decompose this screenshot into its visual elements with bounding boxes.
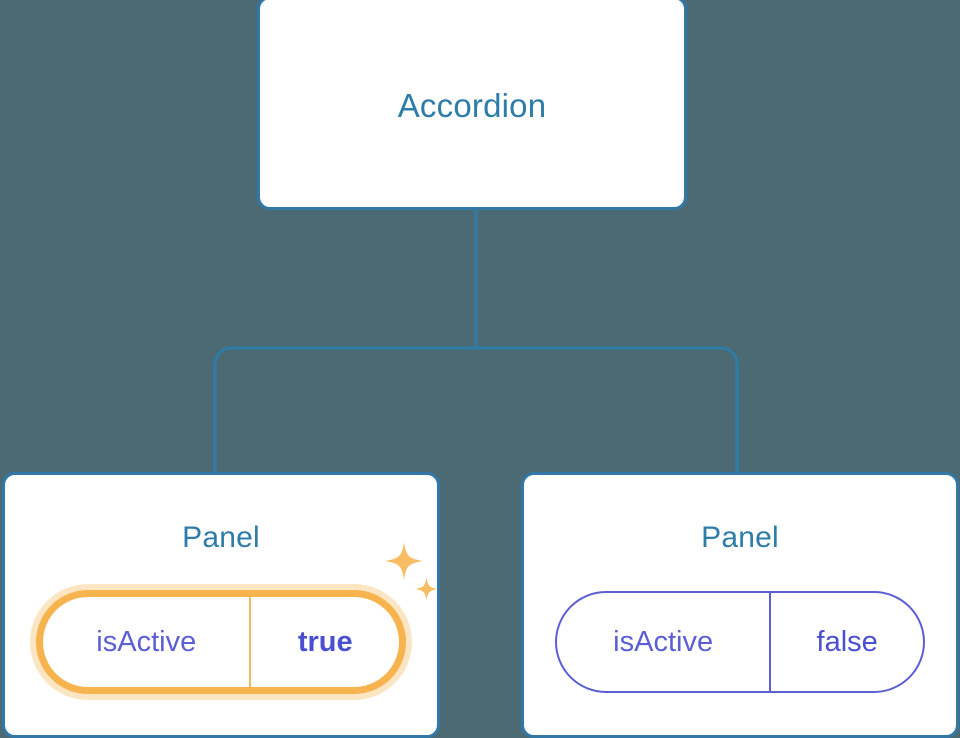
node-panel-left-title: Panel: [182, 521, 260, 554]
node-panel-right-title: Panel: [701, 521, 779, 554]
prop-pill-isactive-false[interactable]: isActive false: [555, 591, 925, 693]
prop-key-label: isActive: [613, 625, 714, 658]
node-accordion-title: Accordion: [397, 87, 547, 124]
prop-pill-isactive-true[interactable]: isActive true: [36, 590, 406, 694]
prop-value-label: false: [769, 593, 923, 691]
connector-branch-left: [213, 346, 476, 474]
prop-key-label: isActive: [96, 625, 197, 658]
connector-branch-right: [476, 346, 739, 474]
prop-value-label: true: [249, 597, 399, 687]
node-accordion[interactable]: Accordion: [257, 0, 687, 210]
